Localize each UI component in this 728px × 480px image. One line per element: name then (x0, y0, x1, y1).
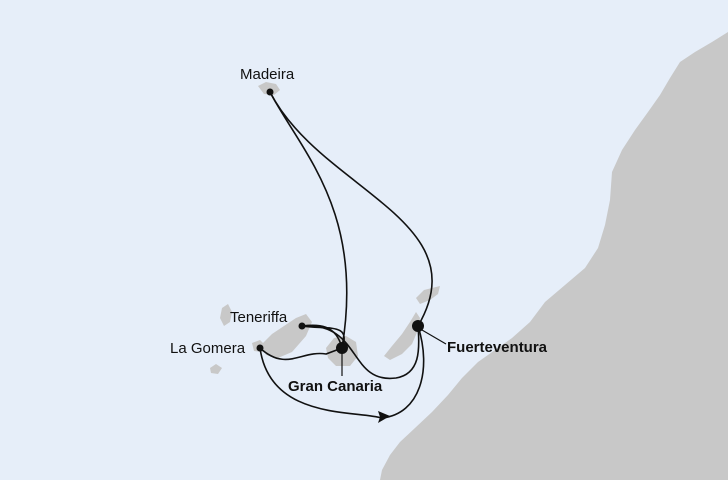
island-la-palma (220, 304, 232, 326)
port-marker-fuerteventura (412, 320, 424, 332)
island-fuerteventura (384, 312, 420, 360)
port-marker-madeira (266, 88, 274, 96)
port-label-teneriffa: Teneriffa (230, 309, 288, 326)
port-marker-la-gomera (256, 344, 264, 352)
route-madeira-gran-canaria (269, 91, 348, 349)
island-madeira (258, 82, 280, 95)
mainland-africa (380, 32, 728, 480)
route-teneriffa-fuerteventura (301, 325, 420, 380)
route-arrowhead (378, 411, 390, 423)
port-label-la-gomera: La Gomera (170, 340, 246, 357)
island-lanzarote (416, 286, 440, 304)
port-label-madeira: Madeira (240, 66, 295, 83)
route-la-gomera-gran-canaria (259, 347, 343, 361)
leader-fuerteventura (421, 329, 447, 345)
port-marker-teneriffa (298, 322, 306, 330)
route-madeira-fuerteventura (269, 91, 433, 327)
port-label-fuerteventura: Fuerteventura (447, 339, 548, 356)
routes (259, 91, 433, 419)
island-el-hierro (210, 364, 222, 374)
port-label-gran-canaria: Gran Canaria (288, 378, 383, 395)
port-marker-gran-canaria (336, 342, 348, 354)
leader-lines (341, 329, 447, 376)
